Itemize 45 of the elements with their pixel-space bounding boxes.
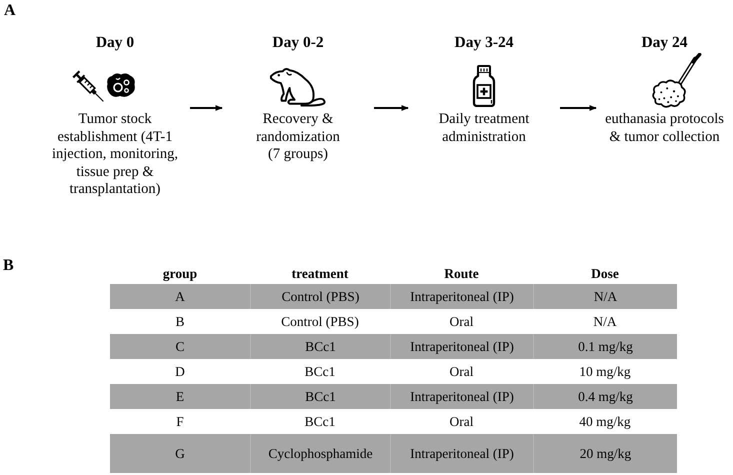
day-heading: Day 3-24 <box>454 34 514 52</box>
column-header: Dose <box>591 266 619 282</box>
dose-value: 40 mg/kg <box>579 414 631 430</box>
column-header: treatment <box>292 266 348 282</box>
dose-value: 0.1 mg/kg <box>578 338 633 354</box>
group-letter: B <box>175 314 184 330</box>
day-heading: Day 0-2 <box>272 34 324 52</box>
route-name: Oral <box>450 364 474 380</box>
column-header: group <box>162 266 198 282</box>
day-heading: Day 24 <box>641 34 688 52</box>
step-description: Daily treatment administration <box>438 111 530 146</box>
group-letter: C <box>175 338 184 354</box>
treatment-name: Cyclophosphamide <box>268 446 373 462</box>
group-letter: D <box>175 364 185 380</box>
day-heading: Day 0 <box>96 34 134 52</box>
treatment-name: Control (PBS) <box>282 288 360 304</box>
arrow <box>374 105 409 111</box>
step-description: Recovery & randomization (7 groups) <box>255 111 341 164</box>
treatment-name: Control (PBS) <box>281 314 359 330</box>
step-description: Tumor stock establishment (4T-1 injection, monitoring, tissue prep & transplantation) <box>50 111 180 198</box>
treatment-name: BCc1 <box>304 364 336 380</box>
route-name: Oral <box>450 414 474 430</box>
step-description: euthanasia protocols & tumor collection <box>604 111 725 146</box>
route-name: Intraperitoneal (IP) <box>410 446 514 462</box>
group-letter: G <box>175 446 185 462</box>
dose-value: 10 mg/kg <box>579 364 631 380</box>
route-name: Oral <box>450 314 474 330</box>
panel-letter: A <box>4 2 16 20</box>
treatment-name: BCc1 <box>305 388 336 404</box>
dose-value: 20 mg/kg <box>580 446 632 462</box>
treatment-name: BCc1 <box>305 338 336 354</box>
column-header: Route <box>444 266 479 282</box>
dose-value: N/A <box>593 314 617 330</box>
arrow <box>560 105 597 111</box>
dose-value: 0.4 mg/kg <box>578 388 633 404</box>
panel-letter: B <box>3 257 14 275</box>
route-name: Intraperitoneal (IP) <box>410 338 514 354</box>
arrow <box>190 105 223 111</box>
route-name: Intraperitoneal (IP) <box>410 288 514 304</box>
route-name: Intraperitoneal (IP) <box>410 388 514 404</box>
treatment-name: BCc1 <box>304 414 336 430</box>
group-letter: E <box>176 388 184 404</box>
group-letter: A <box>175 288 185 304</box>
dose-value: N/A <box>594 288 618 304</box>
group-letter: F <box>176 414 184 430</box>
